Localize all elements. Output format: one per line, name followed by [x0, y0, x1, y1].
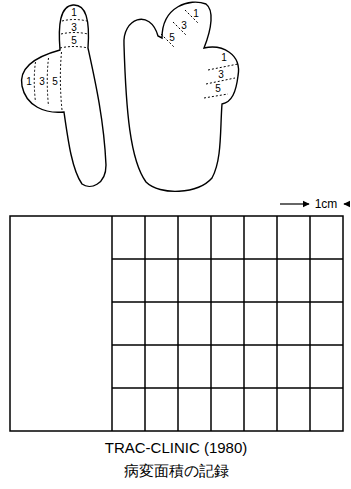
caption-line: TRAC-CLINIC (1980): [105, 440, 248, 455]
dimension-label: 1cm: [313, 198, 340, 210]
zone-number: 1: [193, 9, 199, 19]
zone-number: 1: [71, 8, 77, 18]
zone-number: 5: [215, 84, 221, 94]
zone-number: 3: [181, 21, 187, 31]
caption-line: 病変面積の記録: [124, 463, 229, 478]
zone-number: 5: [169, 33, 175, 43]
zone-boundary: [34, 10, 238, 110]
zone-number: 3: [218, 70, 224, 80]
area-grid: [10, 216, 343, 431]
zone-number: 3: [39, 77, 45, 87]
zone-number: 1: [26, 77, 32, 87]
foot-outline: [21, 2, 238, 191]
zone-number: 3: [71, 23, 77, 33]
zone-number: 5: [52, 77, 58, 87]
zone-number: 1: [221, 53, 227, 63]
zone-number: 5: [71, 36, 77, 46]
